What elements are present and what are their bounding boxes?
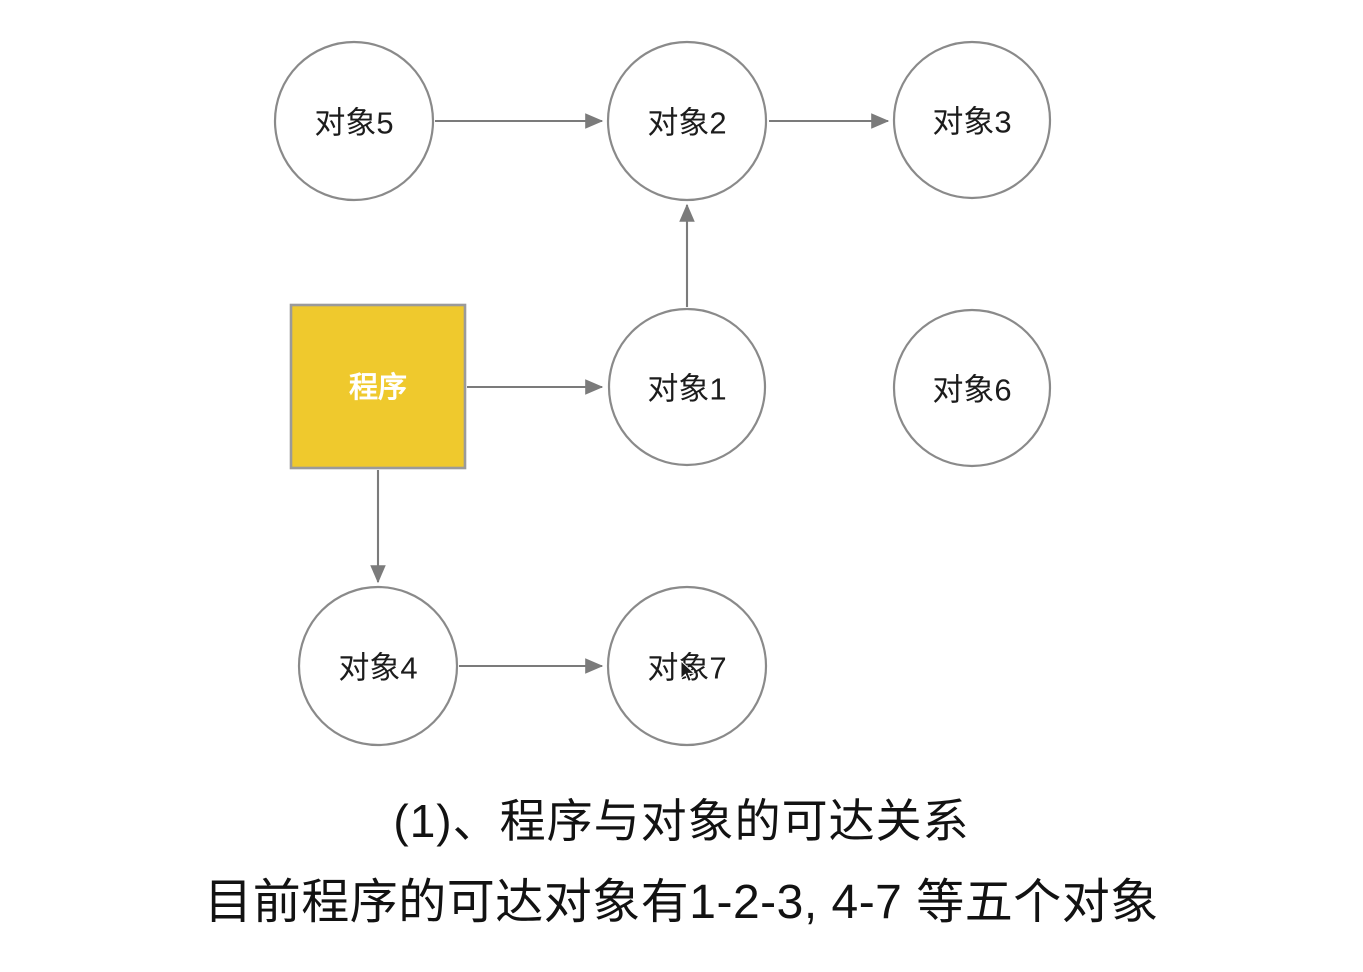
- caption-line-1: (1)、程序与对象的可达关系: [393, 795, 970, 847]
- node-obj3-shape[interactable]: [892, 40, 1052, 200]
- node-obj1-label: 对象1: [647, 372, 726, 407]
- node-obj6[interactable]: 对象6: [892, 308, 1052, 468]
- node-program-shape[interactable]: [289, 303, 467, 470]
- node-obj5[interactable]: 对象5: [273, 40, 435, 202]
- node-obj7-label: 对象7: [647, 651, 726, 686]
- node-obj4-shape[interactable]: [297, 585, 459, 747]
- node-obj6-label: 对象6: [932, 373, 1011, 408]
- node-obj4[interactable]: 对象4: [297, 585, 459, 747]
- node-obj2-shape[interactable]: [606, 40, 768, 202]
- node-obj7[interactable]: 对象7: [606, 585, 768, 747]
- node-obj6-shape[interactable]: [892, 308, 1052, 468]
- node-obj5-shape[interactable]: [273, 40, 435, 202]
- node-obj3-label: 对象3: [932, 105, 1011, 140]
- node-obj1-shape[interactable]: [607, 307, 767, 467]
- node-obj5-label: 对象5: [314, 106, 393, 141]
- node-obj4-label: 对象4: [338, 651, 417, 686]
- node-program[interactable]: 程序: [289, 303, 467, 470]
- edge-group: [370, 113, 890, 674]
- node-obj1[interactable]: 对象1: [607, 307, 767, 467]
- node-program-label: 程序: [349, 370, 407, 404]
- node-group: 对象5 对象2 对象3 程序 对象1 对象6: [273, 40, 1052, 747]
- caption-line-2: 目前程序的可达对象有1-2-3, 4-7 等五个对象: [204, 876, 1159, 929]
- node-obj2-label: 对象2: [647, 106, 726, 141]
- node-obj2[interactable]: 对象2: [606, 40, 768, 202]
- node-obj3[interactable]: 对象3: [892, 40, 1052, 200]
